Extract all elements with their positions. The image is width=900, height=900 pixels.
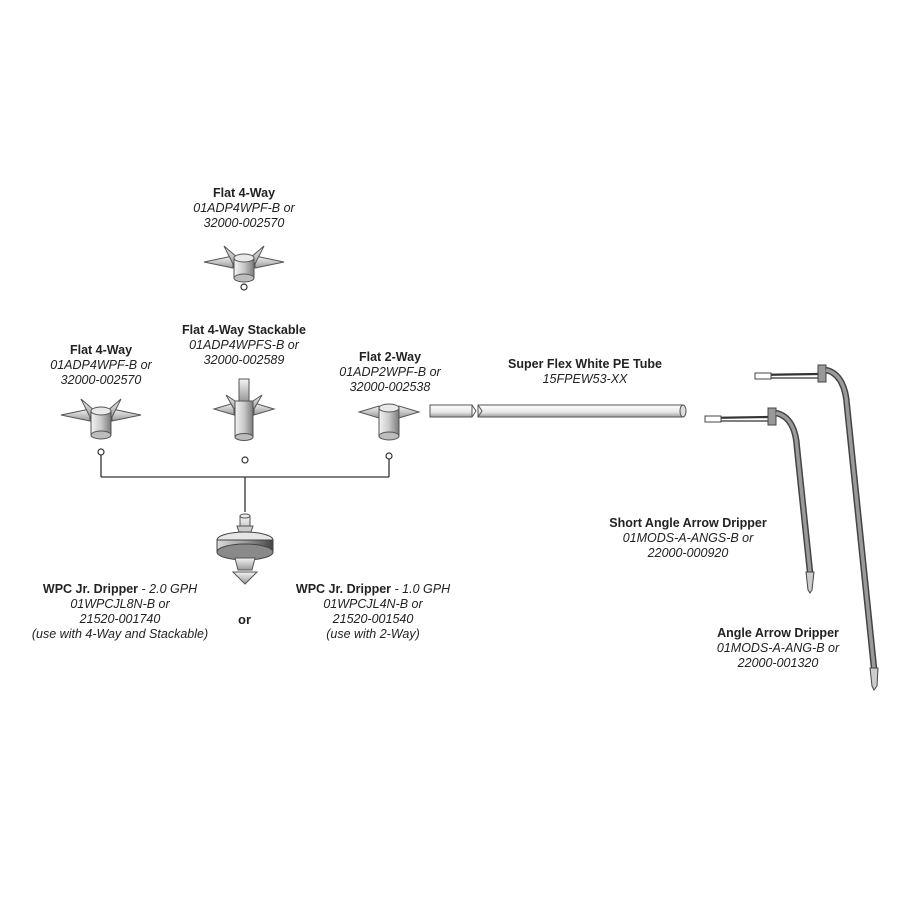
wpc-20-part1: 01WPCJL8N-B or [70,597,170,611]
flat-2way-label: Flat 2-Way 01ADP2WPF-B or 32000-002538 [330,350,450,395]
wpc-10-title: WPC Jr. Dripper [295,582,392,596]
short-angle-dripper-title: Short Angle Arrow Dripper [609,516,767,530]
or-label: or [238,612,251,627]
flat-4way-left-label: Flat 4-Way 01ADP4WPF-B or 32000-002570 [41,343,161,388]
flat-4way-stackable-label: Flat 4-Way Stackable 01ADP4WPFS-B or 320… [164,323,324,368]
wpc-20-title: WPC Jr. Dripper [42,582,139,596]
flat-2way-part2: 32000-002538 [349,380,431,394]
flat-4way-left-part2: 32000-002570 [60,373,142,387]
angle-dripper-label: Angle Arrow Dripper 01MODS-A-ANG-B or 22… [688,626,868,671]
flat-2way-fitting-icon [357,403,421,441]
pe-tube-label: Super Flex White PE Tube 15FPEW53-XX [490,357,680,387]
short-angle-dripper-part1: 01MODS-A-ANGS-B or [622,531,754,545]
wpc-10-label: WPC Jr. Dripper - 1.0 GPH 01WPCJL4N-B or… [288,582,458,642]
short-angle-dripper-part2: 22000-000920 [647,546,729,560]
wpc-10-rate: - 1.0 GPH [391,582,451,596]
pe-tube-icon [429,404,687,418]
wpc-dripper-icon [216,513,274,585]
angle-dripper-title: Angle Arrow Dripper [717,626,839,640]
wpc-20-part2: 21520-001740 [79,612,161,626]
flat-4way-top-title: Flat 4-Way [212,186,276,200]
short-angle-arrow-dripper-icon [704,407,815,594]
flat-4way-left-title: Flat 4-Way [69,343,133,357]
wpc-10-part1: 01WPCJL4N-B or [323,597,423,611]
wpc-10-part2: 21520-001540 [332,612,414,626]
connector-dots [97,283,393,464]
wpc-20-label: WPC Jr. Dripper - 2.0 GPH 01WPCJL8N-B or… [20,582,220,642]
wpc-20-usage: (use with 4-Way and Stackable) [31,627,209,641]
angle-dripper-part2: 22000-001320 [737,656,819,670]
flat-4way-stackable-fitting-icon [212,378,276,441]
flat-2way-part1: 01ADP2WPF-B or [339,365,441,379]
flat-2way-title: Flat 2-Way [358,350,422,364]
flat-4way-stackable-part2: 32000-002589 [203,353,285,367]
short-angle-dripper-label: Short Angle Arrow Dripper 01MODS-A-ANGS-… [588,516,788,561]
flat-4way-top-part2: 32000-002570 [203,216,285,230]
angle-dripper-part1: 01MODS-A-ANG-B or [716,641,840,655]
connector-lines [100,287,390,512]
flat-4way-top-label: Flat 4-Way 01ADP4WPF-B or 32000-002570 [184,186,304,231]
flat-4way-top-part1: 01ADP4WPF-B or [193,201,295,215]
wpc-10-usage: (use with 2-Way) [326,627,420,641]
pe-tube-title: Super Flex White PE Tube [508,357,662,371]
angle-arrow-dripper-icon [754,364,879,691]
wpc-20-rate: - 2.0 GPH [138,582,198,596]
flat-4way-left-part1: 01ADP4WPF-B or [50,358,152,372]
flat-4way-top-fitting-icon [203,245,285,283]
flat-4way-stackable-title: Flat 4-Way Stackable [182,323,306,337]
pe-tube-part1: 15FPEW53-XX [542,372,628,386]
flat-4way-left-fitting-icon [60,398,142,440]
flat-4way-stackable-part1: 01ADP4WPFS-B or [189,338,299,352]
